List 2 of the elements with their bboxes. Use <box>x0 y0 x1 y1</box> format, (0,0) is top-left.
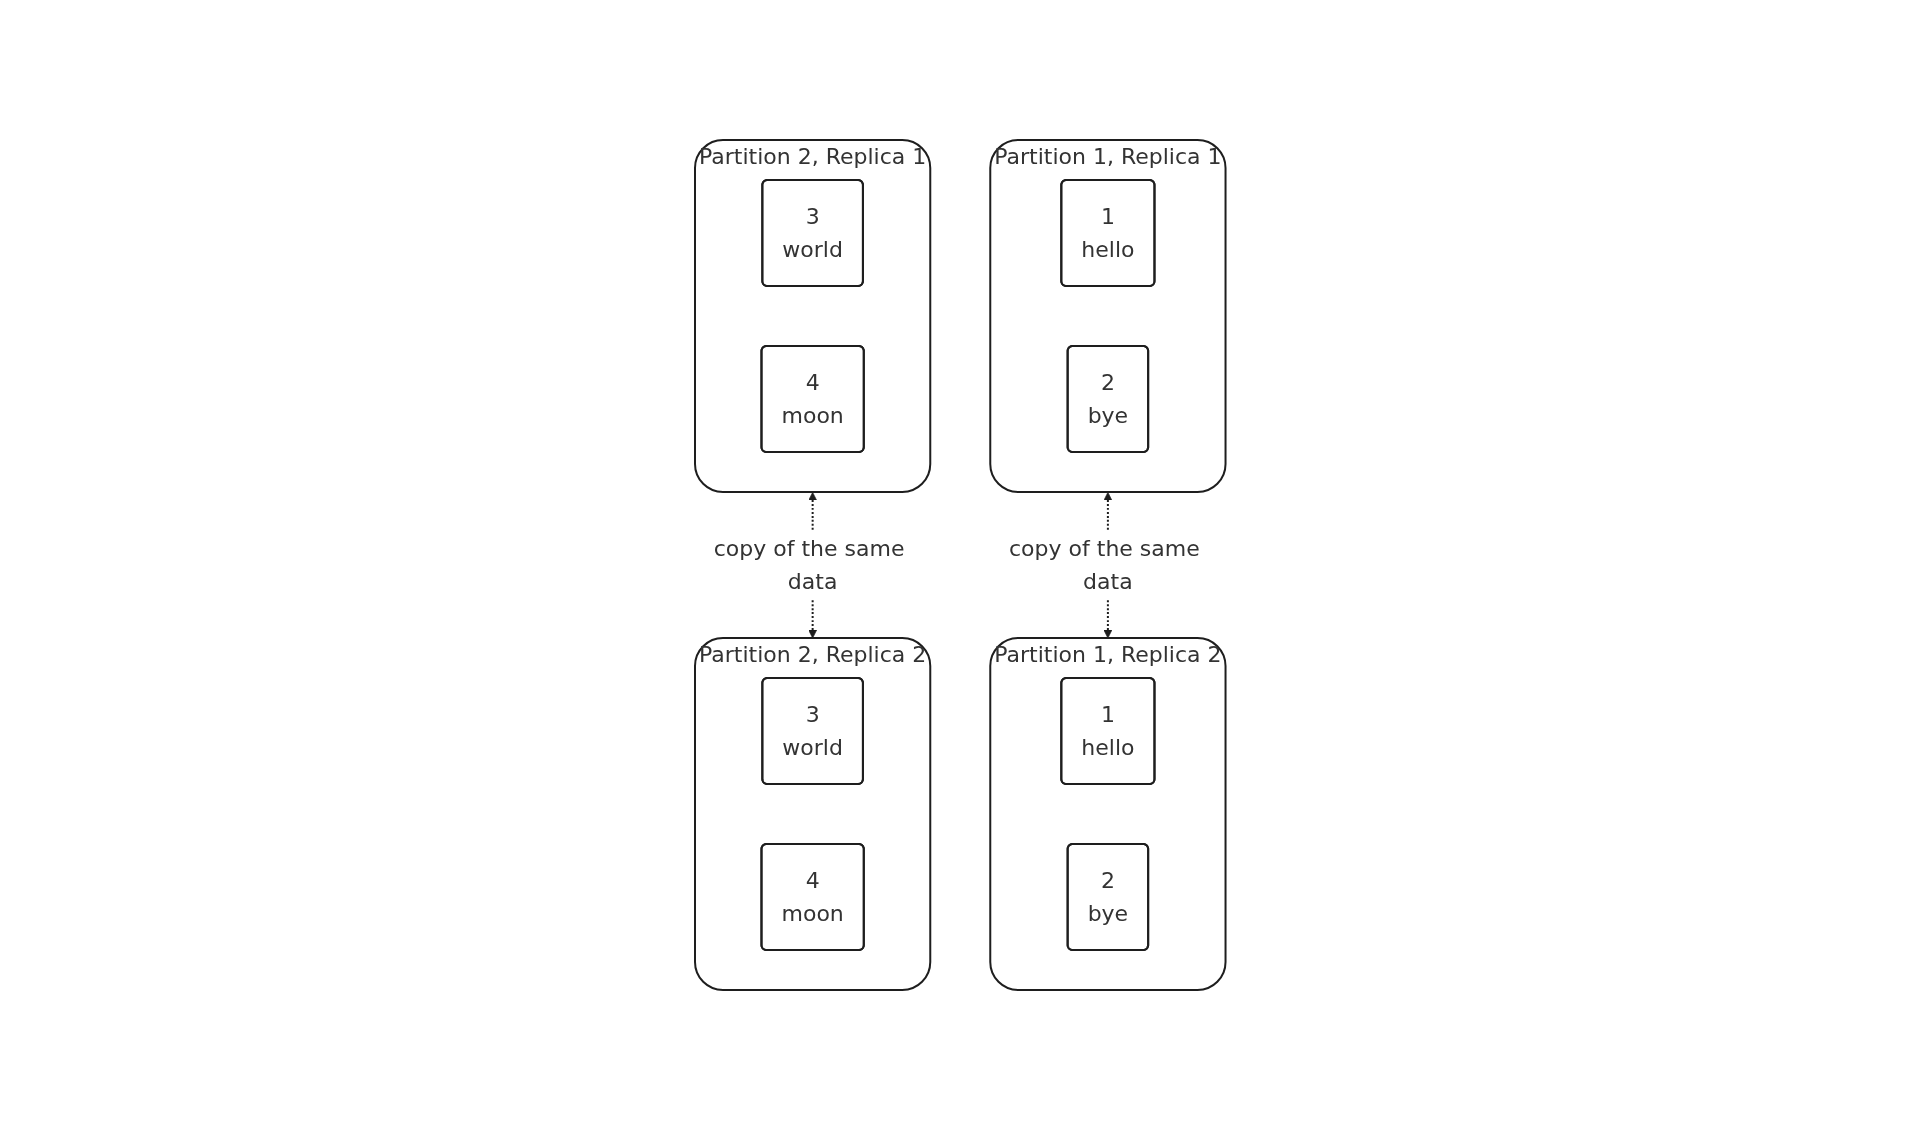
edge-label: copy of the same data <box>713 536 905 594</box>
edge-label: copy of the same data <box>1008 536 1200 594</box>
